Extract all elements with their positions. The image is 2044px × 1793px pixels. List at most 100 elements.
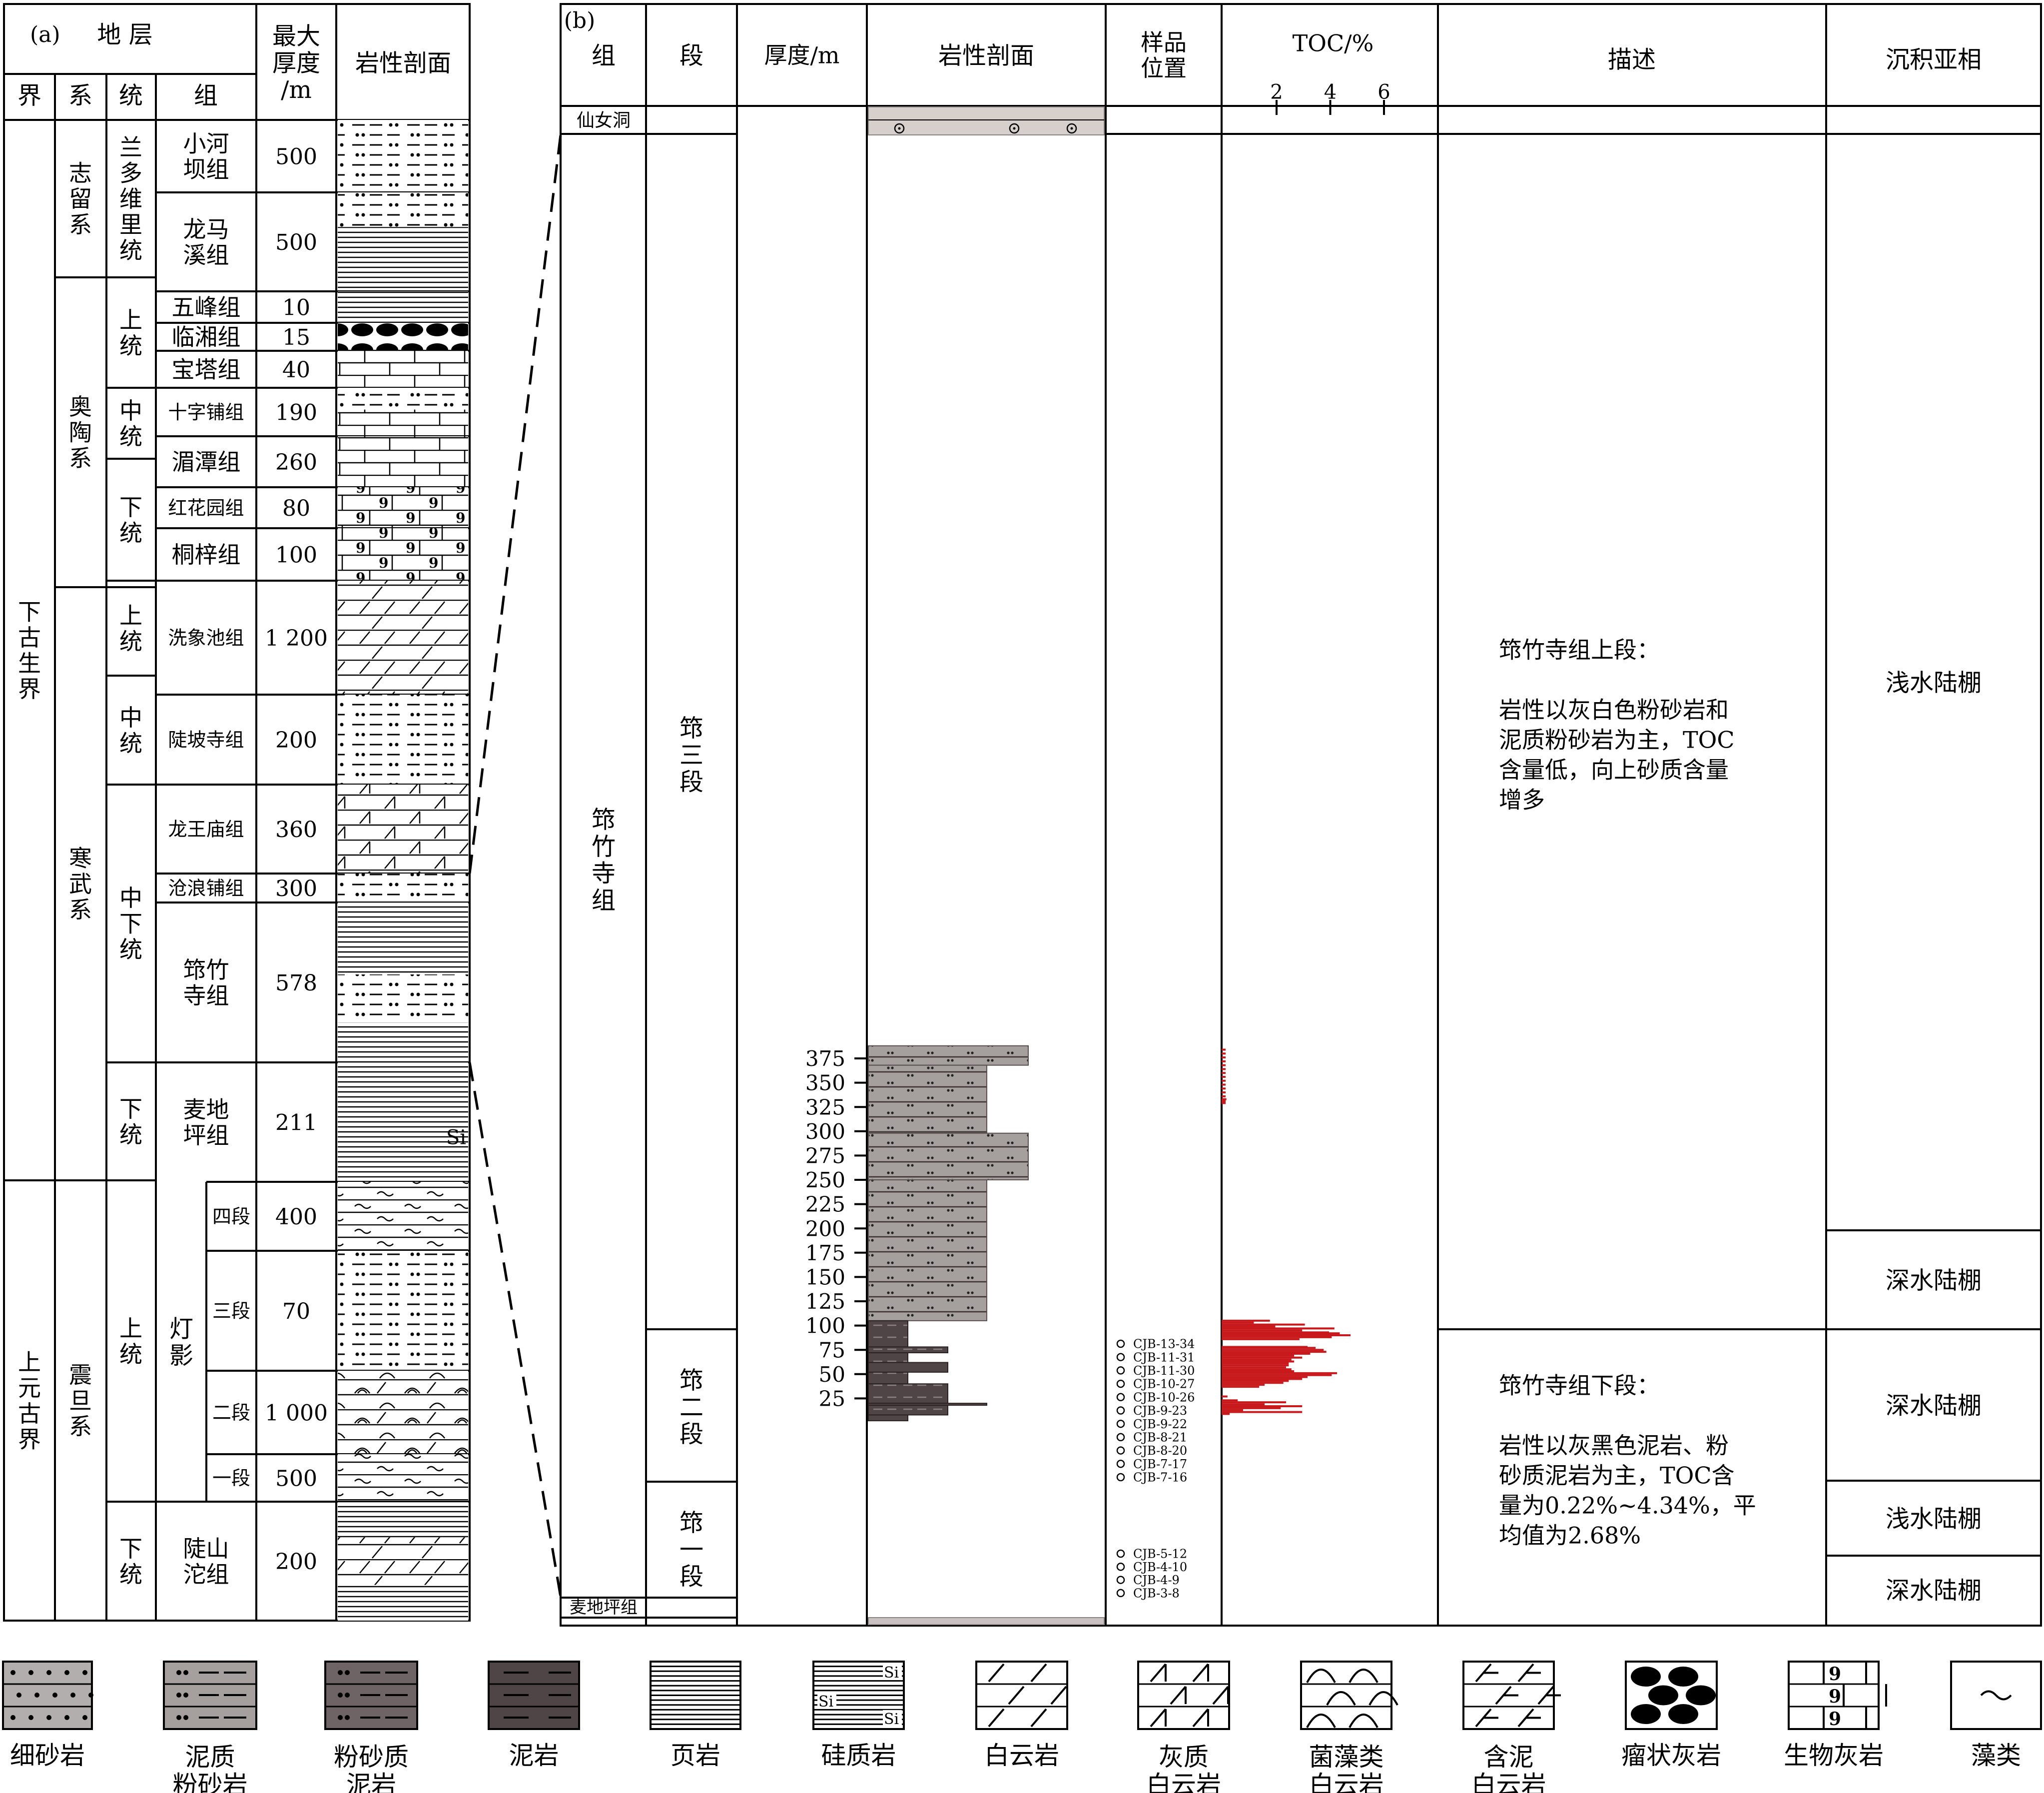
sample-marker — [1116, 1460, 1125, 1468]
formation-name: 临湘组 — [172, 324, 241, 351]
sample-label: CJB-7-16 — [1133, 1471, 1187, 1485]
limy-dolomite-icon — [1137, 1661, 1230, 1730]
fine-sandstone-icon-part — [64, 1670, 69, 1675]
sample-label: CJB-7-17 — [1133, 1457, 1187, 1471]
oolite-mark — [1009, 123, 1020, 134]
top-formation-name: 仙女洞 — [577, 110, 631, 131]
algal-dolomite-icon-part — [1368, 1691, 1398, 1706]
sample-label: CJB-4-9 — [1133, 1573, 1180, 1587]
description-header: 描述 — [1608, 45, 1656, 73]
dolomite-icon-part — [1030, 1708, 1047, 1728]
silty-mudstone-icon-part — [345, 1715, 350, 1720]
sample-marker — [1116, 1576, 1125, 1584]
facies-name: 深水陆棚 — [1886, 1577, 1982, 1605]
panel-b-frame — [560, 3, 2042, 1627]
series-name: 中下统 — [119, 885, 142, 963]
panel-a-frame — [3, 3, 471, 1622]
series-name: 下统 — [119, 1535, 142, 1588]
lithology-fill — [338, 902, 468, 974]
dolomite-icon — [975, 1661, 1068, 1730]
member-name: 筇三段 — [680, 715, 703, 797]
fine-sandstone-icon-part — [52, 1693, 57, 1698]
formation-name: 二段 — [212, 1402, 250, 1424]
lithology-fill — [338, 323, 468, 351]
formation-thickness: 200 — [275, 728, 317, 753]
depth-tick-label: 225 — [805, 1192, 845, 1217]
legend-label: 生物灰岩 — [1784, 1741, 1884, 1770]
formation-name: 陡坡寺组 — [168, 729, 244, 751]
depth-tick-label: 100 — [805, 1314, 845, 1338]
sample-marker — [1116, 1379, 1125, 1388]
depth-tick-label: 75 — [819, 1338, 845, 1362]
lithology-fill — [338, 1585, 468, 1621]
muddy-siltstone-icon-part — [176, 1715, 181, 1720]
legend-label: 白云岩 — [984, 1741, 1059, 1770]
oolite-mark — [1013, 127, 1016, 130]
depth-tick-label: 375 — [805, 1046, 845, 1071]
mudstone-icon — [488, 1661, 580, 1730]
silty-mudstone-icon-part — [345, 1693, 350, 1698]
lithology-fill — [338, 120, 468, 192]
erathem-name: 上元古界 — [18, 1349, 41, 1453]
description-text: 岩性以灰白色粉砂岩和 — [1499, 697, 1729, 724]
sample-marker — [1116, 1339, 1125, 1348]
formation-name: 四段 — [212, 1206, 250, 1228]
limy-dolomite-icon-part — [1192, 1708, 1209, 1728]
muddy-siltstone-icon-part — [183, 1715, 188, 1720]
depth-tick-label: 175 — [805, 1241, 845, 1265]
sample-label: CJB-3-8 — [1133, 1587, 1180, 1601]
formation-name: 湄潭组 — [172, 449, 241, 476]
lithology-fill — [338, 388, 468, 410]
oolite-mark — [894, 123, 905, 134]
mudstone-interval — [868, 1405, 948, 1416]
formation-thickness: 500 — [275, 230, 317, 255]
toc-tick-label: 2 — [1270, 80, 1283, 103]
limy-dolomite-icon-part — [1137, 1661, 1230, 1730]
bottom-formation-fill — [868, 1617, 1105, 1625]
formation-thickness: 70 — [282, 1299, 310, 1324]
lithology-fill — [338, 227, 468, 291]
thickness-header: 厚度/m — [764, 42, 839, 69]
sample-label: CJB-9-22 — [1133, 1417, 1187, 1431]
formation-thickness: 10 — [282, 295, 310, 320]
panel-a-label: (a) — [30, 22, 60, 47]
sample-marker — [1116, 1393, 1125, 1402]
formation-name: 筇竹寺组 — [183, 956, 229, 1009]
panel-b-label: (b) — [564, 8, 596, 33]
erathem-header: 界 — [17, 81, 41, 109]
fine-sandstone-icon-part — [46, 1715, 51, 1720]
description-text: 筇竹寺组上段： — [1499, 637, 1660, 664]
siltstone-interval — [868, 1179, 987, 1321]
legend-label: 瘤状灰岩 — [1621, 1741, 1721, 1770]
dengying-name: 灯影 — [169, 1315, 193, 1370]
sample-label: CJB-13-34 — [1133, 1337, 1195, 1351]
nodular-limestone-icon-part — [1668, 1667, 1698, 1687]
dolomite-icon-part — [975, 1661, 1068, 1730]
algal-dolomite-icon — [1300, 1661, 1398, 1730]
samples-header: 样品位置 — [1141, 29, 1187, 82]
lithology-fill — [338, 487, 468, 528]
description-text: 含量低，向上砂质含量 — [1499, 757, 1729, 784]
lithology-fill — [338, 785, 468, 874]
fine-sandstone-icon-part — [34, 1693, 39, 1698]
limy-dolomite-icon-part — [1150, 1663, 1167, 1683]
connector-line — [468, 1062, 562, 1597]
mudstone-interval — [868, 1383, 948, 1404]
depth-tick-label: 275 — [805, 1144, 845, 1168]
series-name: 上统 — [119, 1315, 142, 1368]
lithology-fill — [338, 1502, 468, 1538]
sample-marker — [1116, 1353, 1125, 1361]
formation-thickness: 1 200 — [265, 626, 328, 651]
formation-thickness: 211 — [275, 1110, 317, 1135]
mudstone-interval — [868, 1414, 908, 1422]
facies-name: 浅水陆棚 — [1886, 669, 1982, 697]
facies-header: 沉积亚相 — [1886, 45, 1982, 73]
formation-thickness: 500 — [275, 144, 317, 169]
nodular-limestone-icon — [1625, 1661, 1718, 1730]
depth-tick-label: 50 — [819, 1362, 845, 1387]
dolomite-icon-part — [1008, 1686, 1025, 1705]
legend-label: 硅质岩 — [821, 1741, 896, 1770]
formation-name: 小河坝组 — [183, 130, 229, 183]
